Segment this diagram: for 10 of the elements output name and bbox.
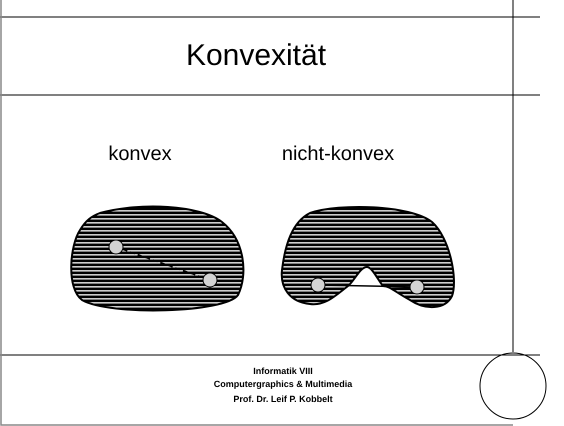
- point-marker: [202, 272, 218, 288]
- shape-caption: konvex: [108, 143, 172, 166]
- point-marker: [410, 280, 424, 294]
- slide-title: Konvexität: [186, 39, 326, 73]
- point-marker: [310, 278, 326, 292]
- footer-text: Informatik VIII: [253, 366, 313, 376]
- point-marker: [108, 240, 124, 254]
- footer-text: Computergraphics & Multimedia: [214, 379, 352, 389]
- shape-caption: nicht-konvex: [282, 143, 394, 166]
- footer-text: Prof. Dr. Leif P. Kobbelt: [233, 394, 333, 404]
